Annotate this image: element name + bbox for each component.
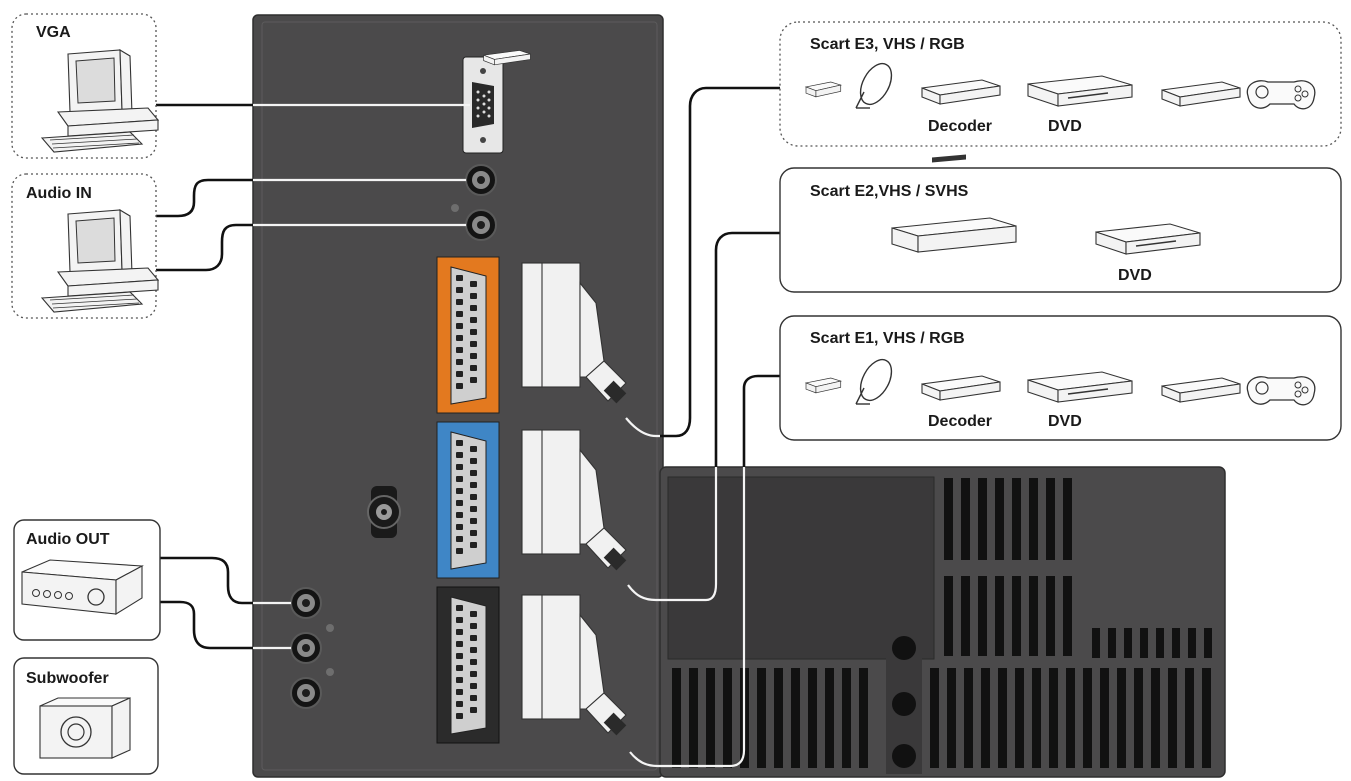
- scart-e3-label: Scart E3, VHS / RGB: [810, 36, 965, 53]
- subwoofer-icon: [39, 697, 131, 759]
- subwoofer-label: Subwoofer: [26, 670, 109, 687]
- antenna-connector-icon: [367, 486, 401, 538]
- panel-inner-edge: [261, 21, 658, 771]
- audio-jack-icon: [465, 164, 497, 196]
- gamepad-icon: [1246, 80, 1316, 110]
- audio-out-label: Audio OUT: [26, 531, 110, 548]
- lower-panel-knobs: [886, 626, 922, 774]
- vcr-icon: [804, 377, 843, 394]
- scart-e1-label: Scart E1, VHS / RGB: [810, 330, 965, 347]
- dvd-label: DVD: [1118, 267, 1152, 284]
- decoder-label: Decoder: [928, 413, 992, 430]
- vent-slots: [672, 478, 1212, 768]
- vga-port-icon: [462, 56, 504, 154]
- cables: [155, 86, 780, 768]
- vcr-icon: [891, 154, 1017, 253]
- scart-e2-label: Scart E2,VHS / SVHS: [810, 183, 969, 200]
- vga-box: VGA: [11, 13, 159, 159]
- audio-jack-icon: [290, 632, 322, 664]
- scart-socket-e3: [436, 256, 500, 414]
- amplifier-icon: [21, 559, 144, 615]
- decoder-label: Decoder: [928, 118, 992, 135]
- audio-jack-icon: [290, 677, 322, 709]
- scart-socket-e2: [436, 421, 500, 579]
- subwoofer-box: Subwoofer: [13, 657, 159, 775]
- audio-jack-icon: [290, 587, 322, 619]
- vcr-icon: [804, 81, 843, 98]
- audio-in-label: Audio IN: [26, 185, 92, 202]
- audio-out-box: Audio OUT: [13, 519, 161, 641]
- scart-e1-box: Scart E1, VHS / RGB Decoder DVD: [779, 315, 1342, 441]
- scart-e2-box: Scart E2,VHS / SVHS DVD: [779, 154, 1342, 293]
- gamepad-icon: [1246, 376, 1316, 406]
- vga-label: VGA: [36, 24, 71, 41]
- dvd-label: DVD: [1048, 118, 1082, 135]
- dvd-label: DVD: [1048, 413, 1082, 430]
- audio-in-box: Audio IN: [11, 173, 159, 319]
- scart-e3-box: Scart E3, VHS / RGB Decoder DVD: [483, 21, 1342, 147]
- scart-socket-e1: [436, 586, 500, 744]
- audio-jack-icon: [465, 209, 497, 241]
